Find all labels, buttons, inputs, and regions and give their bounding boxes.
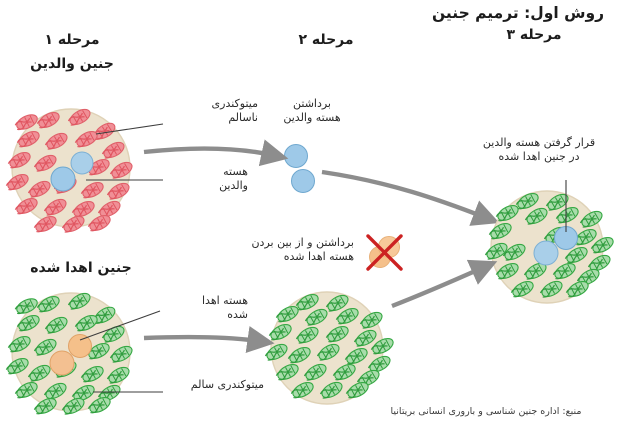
label-unhealthy-mitochondria: میتوکندری ناسالم — [211, 97, 258, 124]
parent-nucleus-pair — [50, 151, 94, 192]
stage-2-label: مرحله ۲ — [298, 32, 354, 48]
label-remove-parent-nucleus: برداشتن هسته والدین — [283, 97, 341, 124]
donor-nucleus-pair — [49, 334, 92, 376]
arrow-enucleated-to-final — [391, 259, 498, 309]
repaired-embryo-cell — [483, 189, 617, 304]
discarded-donor-nuclei — [366, 234, 403, 271]
page-title: روش اول: ترمیم جنین — [431, 4, 605, 22]
arrow-donor-to-enucleated — [143, 326, 275, 354]
stage-3-label: مرحله ۳ — [506, 27, 562, 43]
label-remove-destroy-donor-nucleus: برداشتن و از بین بردن هسته اهدا شده — [251, 236, 354, 263]
extracted-parent-nuclei — [284, 144, 315, 193]
enucleated-donor-cell — [263, 290, 397, 405]
leader-unhealthy-mito — [95, 123, 164, 135]
label-place-parent-nucleus: قرار گرفتن هسته والدین در جنین اهدا شده — [482, 136, 596, 163]
label-parent-nucleus: هسته والدین — [219, 165, 248, 192]
source-note: منبع: اداره جنین شناسی و باروری انسانی ب… — [390, 406, 582, 417]
red-x-icon — [366, 234, 403, 271]
label-donated-embryo: جنین اهدا شده — [30, 260, 132, 276]
transferred-parent-nuclei — [533, 226, 578, 266]
leader-donated-nucleus — [79, 310, 161, 341]
stage-1-sublabel: جنین والدین — [30, 56, 114, 72]
stage-1-label: مرحله ۱ — [44, 32, 100, 48]
label-healthy-mitochondria: میتوکندری سالم — [190, 378, 264, 391]
arrow-nucleus-to-final — [321, 169, 500, 226]
arrow-extract-nucleus — [143, 139, 289, 167]
label-donated-nucleus: هسته اهدا شده — [201, 294, 248, 321]
parent-embryo-cell — [3, 105, 136, 236]
donor-embryo-cell — [3, 289, 136, 418]
